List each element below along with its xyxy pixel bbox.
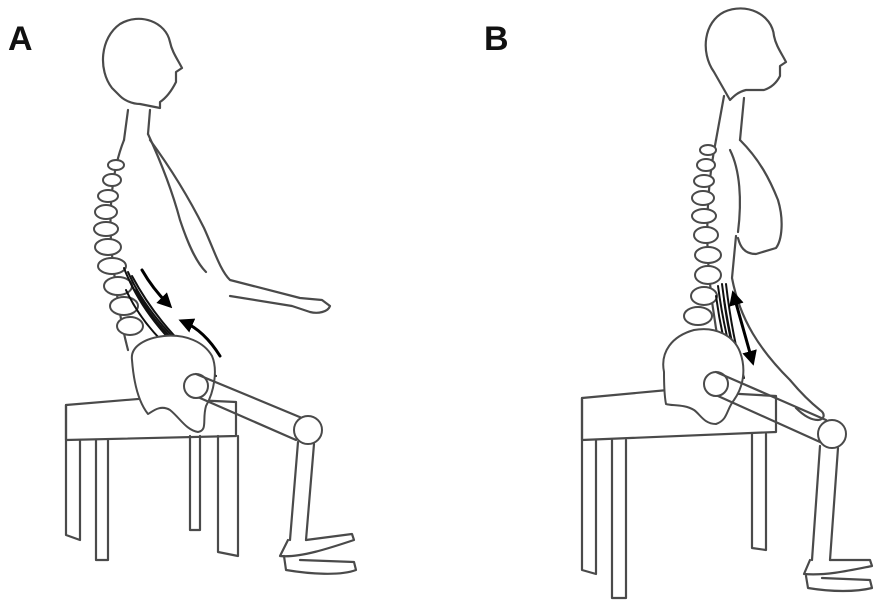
foot-a bbox=[280, 534, 356, 574]
knee-b bbox=[818, 420, 846, 448]
shin-b bbox=[812, 446, 838, 560]
foot-b bbox=[804, 560, 872, 591]
arm-b bbox=[732, 140, 824, 420]
head-a bbox=[103, 19, 182, 108]
stool-a bbox=[66, 398, 238, 560]
knee-a bbox=[294, 416, 322, 444]
figure-b bbox=[582, 8, 872, 598]
pelvis-b bbox=[663, 329, 743, 424]
figure-a bbox=[66, 19, 356, 574]
stool-b bbox=[582, 390, 776, 598]
arm-a bbox=[150, 140, 330, 313]
head-b bbox=[706, 8, 786, 100]
shin-a bbox=[290, 442, 314, 540]
